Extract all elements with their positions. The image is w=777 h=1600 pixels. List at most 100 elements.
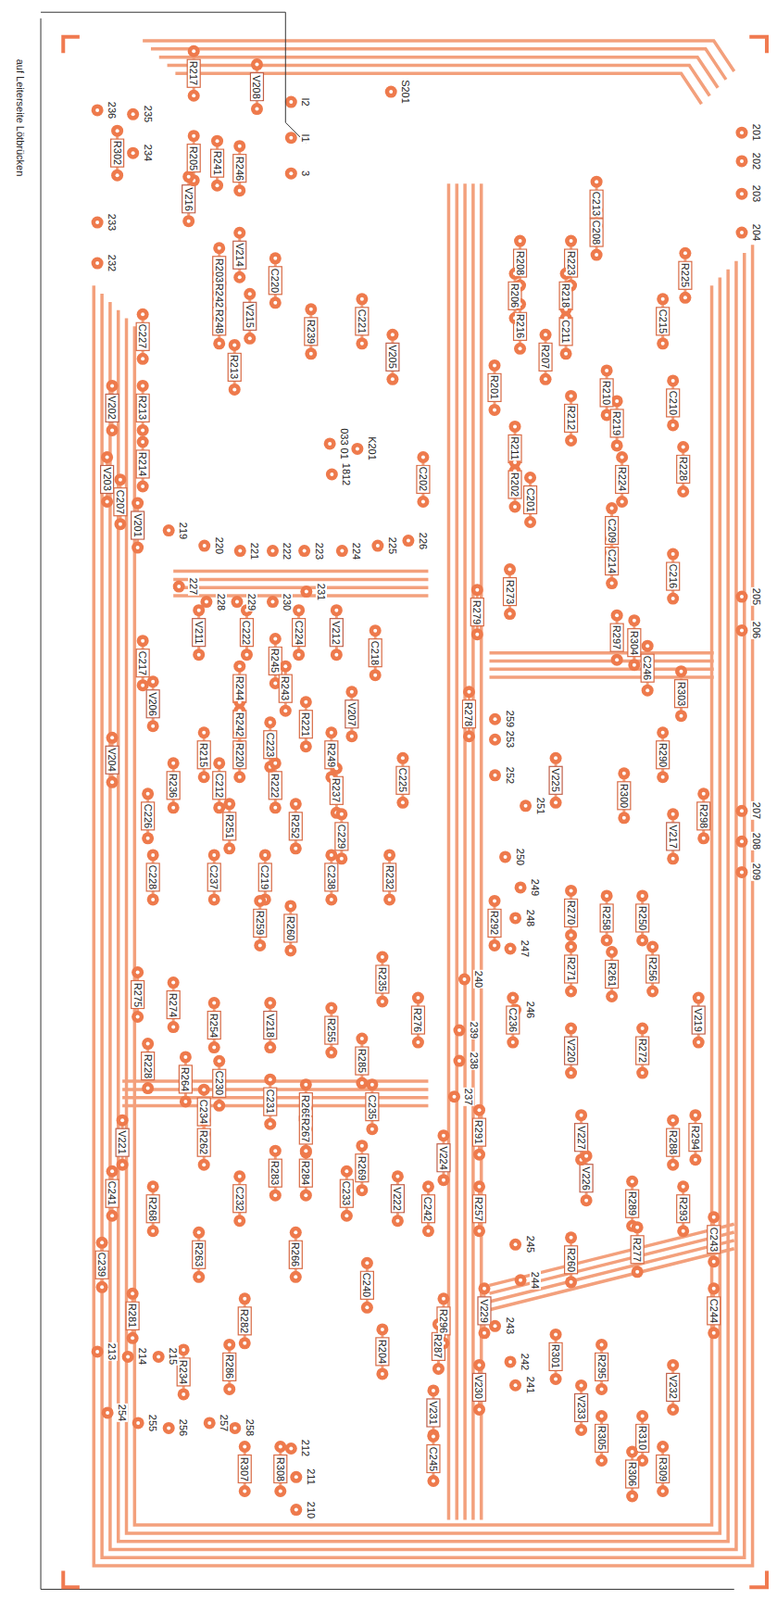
drill-hole	[600, 1386, 604, 1391]
resistor-symbol	[508, 470, 522, 499]
pad-ring	[182, 170, 195, 183]
pad-ring	[676, 1224, 690, 1237]
drill-hole	[388, 89, 393, 94]
pad-ring	[300, 585, 313, 598]
drill-hole	[503, 854, 508, 859]
drill-hole	[273, 256, 277, 261]
drill-hole	[370, 1082, 375, 1087]
copper-trace	[489, 1248, 735, 1310]
drill-hole	[176, 584, 181, 589]
pad-ring	[131, 497, 144, 510]
drill-hole	[739, 191, 744, 196]
drill-hole	[146, 1086, 151, 1091]
drill-hole	[140, 484, 145, 489]
pad-ring	[412, 991, 425, 1004]
resistor-symbol	[656, 1454, 670, 1483]
part-label: 204	[751, 223, 763, 242]
part-label: 205	[751, 587, 763, 606]
part-label: C219	[259, 864, 271, 890]
pad-ring	[263, 996, 276, 1009]
drill-hole	[329, 730, 334, 735]
drill-hole	[661, 775, 665, 779]
drill-hole	[614, 657, 619, 662]
pad-ring	[675, 709, 688, 722]
copper-trace	[126, 276, 721, 1532]
part-label: R309	[657, 1454, 669, 1481]
pad-ring	[141, 1037, 154, 1050]
drill-hole	[739, 627, 744, 632]
part-label: 256	[177, 1417, 189, 1437]
drill-hole	[622, 815, 627, 820]
resistor-symbol	[508, 434, 522, 463]
solder-pad	[269, 801, 282, 814]
drill-hole	[297, 608, 301, 613]
part-label: V212	[330, 619, 342, 646]
drill-hole	[360, 297, 364, 301]
pad-ring	[223, 797, 236, 810]
resistor-symbol	[431, 1331, 445, 1360]
pad-ring	[666, 548, 679, 561]
solder-pad	[513, 235, 527, 248]
semiconductor-symbol	[192, 618, 206, 647]
drill-hole	[288, 171, 293, 176]
pad-ring	[106, 1209, 119, 1222]
resistor-symbol	[223, 1352, 237, 1380]
pad-ring	[504, 1354, 517, 1367]
part-label: R236	[167, 772, 179, 799]
pad-ring	[580, 1193, 593, 1206]
resistor-symbol	[299, 1115, 313, 1144]
pad-ring	[289, 1270, 302, 1283]
solder-pad	[91, 257, 104, 270]
drill-hole	[329, 897, 334, 902]
solder-pad	[167, 1020, 180, 1033]
pad-ring	[595, 1382, 608, 1395]
part-label: V205	[387, 344, 399, 371]
drill-hole	[511, 995, 515, 1000]
pad-ring	[259, 848, 272, 861]
resistor-symbol	[131, 980, 145, 1009]
pad-ring	[325, 1002, 338, 1015]
solder-pad	[550, 751, 563, 765]
pad-ring	[631, 1220, 644, 1233]
part-label: R205	[187, 145, 200, 172]
solder-pad	[550, 796, 563, 809]
drill-hole	[635, 1225, 640, 1229]
solder-pad	[192, 1226, 205, 1239]
resistor-symbol	[503, 577, 517, 606]
pad-ring	[177, 1342, 190, 1355]
part-label: 232	[106, 253, 118, 273]
solder-pad	[595, 1338, 608, 1351]
solder-pad	[396, 796, 409, 809]
solder-pad	[325, 1046, 338, 1059]
pad-ring	[330, 603, 343, 616]
drill-hole	[212, 1001, 216, 1005]
copper-trace	[110, 261, 737, 1550]
solder-pad	[509, 500, 522, 513]
part-label: R217	[187, 60, 200, 87]
solder-pad	[678, 291, 691, 304]
part-label: 221	[249, 540, 261, 560]
part-label: R220	[234, 741, 246, 768]
part-label: V203	[101, 466, 113, 493]
pad-ring	[213, 1099, 226, 1112]
drill-hole	[238, 188, 242, 193]
solder-pad	[365, 1122, 378, 1135]
pad-ring	[580, 1149, 593, 1162]
pad-ring	[375, 1322, 389, 1335]
drill-hole	[201, 1162, 206, 1166]
drill-hole	[232, 342, 237, 347]
resistor-symbol	[233, 674, 247, 702]
semiconductor-symbol	[691, 1005, 705, 1034]
drill-hole	[110, 1168, 114, 1173]
pad-ring	[627, 658, 640, 671]
solder-pad	[162, 1421, 176, 1434]
solder-pad	[707, 1210, 720, 1223]
solder-pad	[422, 1179, 435, 1192]
part-label: 231	[315, 581, 327, 601]
part-label: 240	[473, 969, 485, 989]
part-label: 228	[215, 591, 227, 611]
part-label: R270	[565, 899, 577, 926]
pad-ring	[228, 1421, 241, 1434]
pad-ring	[391, 1169, 404, 1182]
solder-pad	[473, 1148, 486, 1161]
